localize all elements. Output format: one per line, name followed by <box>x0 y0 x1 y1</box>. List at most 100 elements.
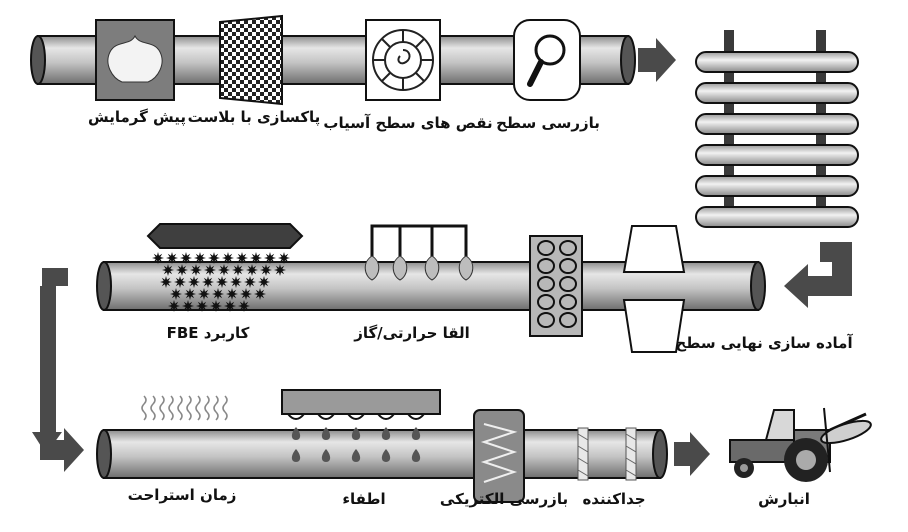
powder-particle <box>238 300 250 312</box>
label-final-surface-prep: آماده سازی نهایی سطح <box>675 334 853 352</box>
cutback-bands-icon <box>577 427 637 481</box>
powder-particle <box>244 276 256 288</box>
rack-pipe <box>695 144 859 166</box>
powder-particle <box>254 288 266 300</box>
water-drop <box>351 449 361 462</box>
coil-loop <box>537 276 555 292</box>
label-surface-inspection: بازرسی سطح <box>496 114 600 132</box>
powder-particle <box>196 300 208 312</box>
coil-loop <box>559 276 577 292</box>
powder-particle <box>260 264 272 276</box>
spray-nozzle <box>317 413 335 420</box>
flame-jet <box>458 255 474 281</box>
spray-nozzle <box>287 413 305 420</box>
corner-arrow-icon <box>40 426 84 472</box>
coil-loop <box>537 258 555 274</box>
water-drop <box>411 449 421 462</box>
powder-particle <box>184 288 196 300</box>
label-holiday-inspection: بازرسی الکتریکی <box>439 490 569 508</box>
rack-pipe <box>695 51 859 73</box>
water-drop <box>291 449 301 462</box>
powder-particle <box>188 276 200 288</box>
spray-nozzle <box>347 413 365 420</box>
label-cutback: جداکننده <box>582 490 646 508</box>
heat-wave <box>168 395 174 421</box>
coil-loop <box>537 240 555 256</box>
powder-particle <box>210 300 222 312</box>
rack-pipe <box>695 175 859 197</box>
rack-pipe <box>695 113 859 135</box>
powder-particle <box>274 264 286 276</box>
powder-particle <box>180 252 192 264</box>
heat-wave <box>204 395 210 421</box>
powder-particle <box>246 264 258 276</box>
powder-particle <box>236 252 248 264</box>
powder-particle <box>170 288 182 300</box>
preheat-flame-icon <box>95 19 175 101</box>
powder-particle <box>240 288 252 300</box>
label-preheat: پیش گرمایش <box>88 108 186 126</box>
water-drop <box>381 449 391 462</box>
powder-particle <box>250 252 262 264</box>
rack-pipe <box>695 206 859 228</box>
blast-cleaning-icon <box>219 14 283 106</box>
powder-particle <box>194 252 206 264</box>
coil-loop <box>559 240 577 256</box>
quench-sprayer-icon <box>281 389 441 462</box>
rack-pipe <box>695 82 859 104</box>
heat-wave <box>195 395 201 421</box>
powder-particle <box>224 300 236 312</box>
spray-nozzle <box>377 413 395 420</box>
coil-loop <box>559 312 577 328</box>
label-quench: اطفاء <box>342 490 386 508</box>
powder-particle <box>202 276 214 288</box>
water-drop <box>321 427 331 440</box>
induction-coil-icon <box>529 235 583 337</box>
turn-arrow-icon <box>784 242 852 308</box>
water-drop <box>411 427 421 440</box>
cure-heat-waves <box>141 395 228 421</box>
powder-particle <box>264 252 276 264</box>
flame-jet <box>392 255 408 281</box>
coil-loop <box>559 294 577 310</box>
water-drop <box>381 427 391 440</box>
powder-particle <box>216 276 228 288</box>
powder-particle <box>230 276 242 288</box>
coil-loop <box>559 258 577 274</box>
powder-particle <box>166 252 178 264</box>
powder-particle <box>162 264 174 276</box>
coil-loop <box>537 294 555 310</box>
heat-wave <box>186 395 192 421</box>
powder-particle <box>212 288 224 300</box>
powder-particle <box>218 264 230 276</box>
water-drop <box>351 427 361 440</box>
powder-particle <box>258 276 270 288</box>
fbe-spray-hood-icon <box>146 223 304 249</box>
down-arrow-icon <box>32 268 68 454</box>
grinding-icon <box>365 19 441 101</box>
flame-jet <box>424 255 440 281</box>
label-storage: انبارش <box>758 490 810 508</box>
arrow-right-icon-row3 <box>674 432 710 476</box>
heat-wave <box>159 395 165 421</box>
water-drop <box>321 449 331 462</box>
pipe-rack-icon <box>695 30 859 228</box>
heat-wave <box>222 395 228 421</box>
powder-particle <box>176 264 188 276</box>
powder-particle <box>160 276 172 288</box>
powder-particle <box>278 252 290 264</box>
powder-particle <box>208 252 220 264</box>
magnifier-icon <box>513 19 581 101</box>
water-drop <box>291 427 301 440</box>
powder-particle <box>182 300 194 312</box>
induction-heater-icon <box>364 224 474 281</box>
powder-particle <box>198 288 210 300</box>
holiday-detector-icon <box>473 409 525 503</box>
tractor-icon <box>729 407 872 482</box>
label-cure-time: زمان استراحت <box>127 486 237 504</box>
final-prep-blast-icon <box>622 225 686 353</box>
powder-particle <box>204 264 216 276</box>
heat-wave <box>150 395 156 421</box>
